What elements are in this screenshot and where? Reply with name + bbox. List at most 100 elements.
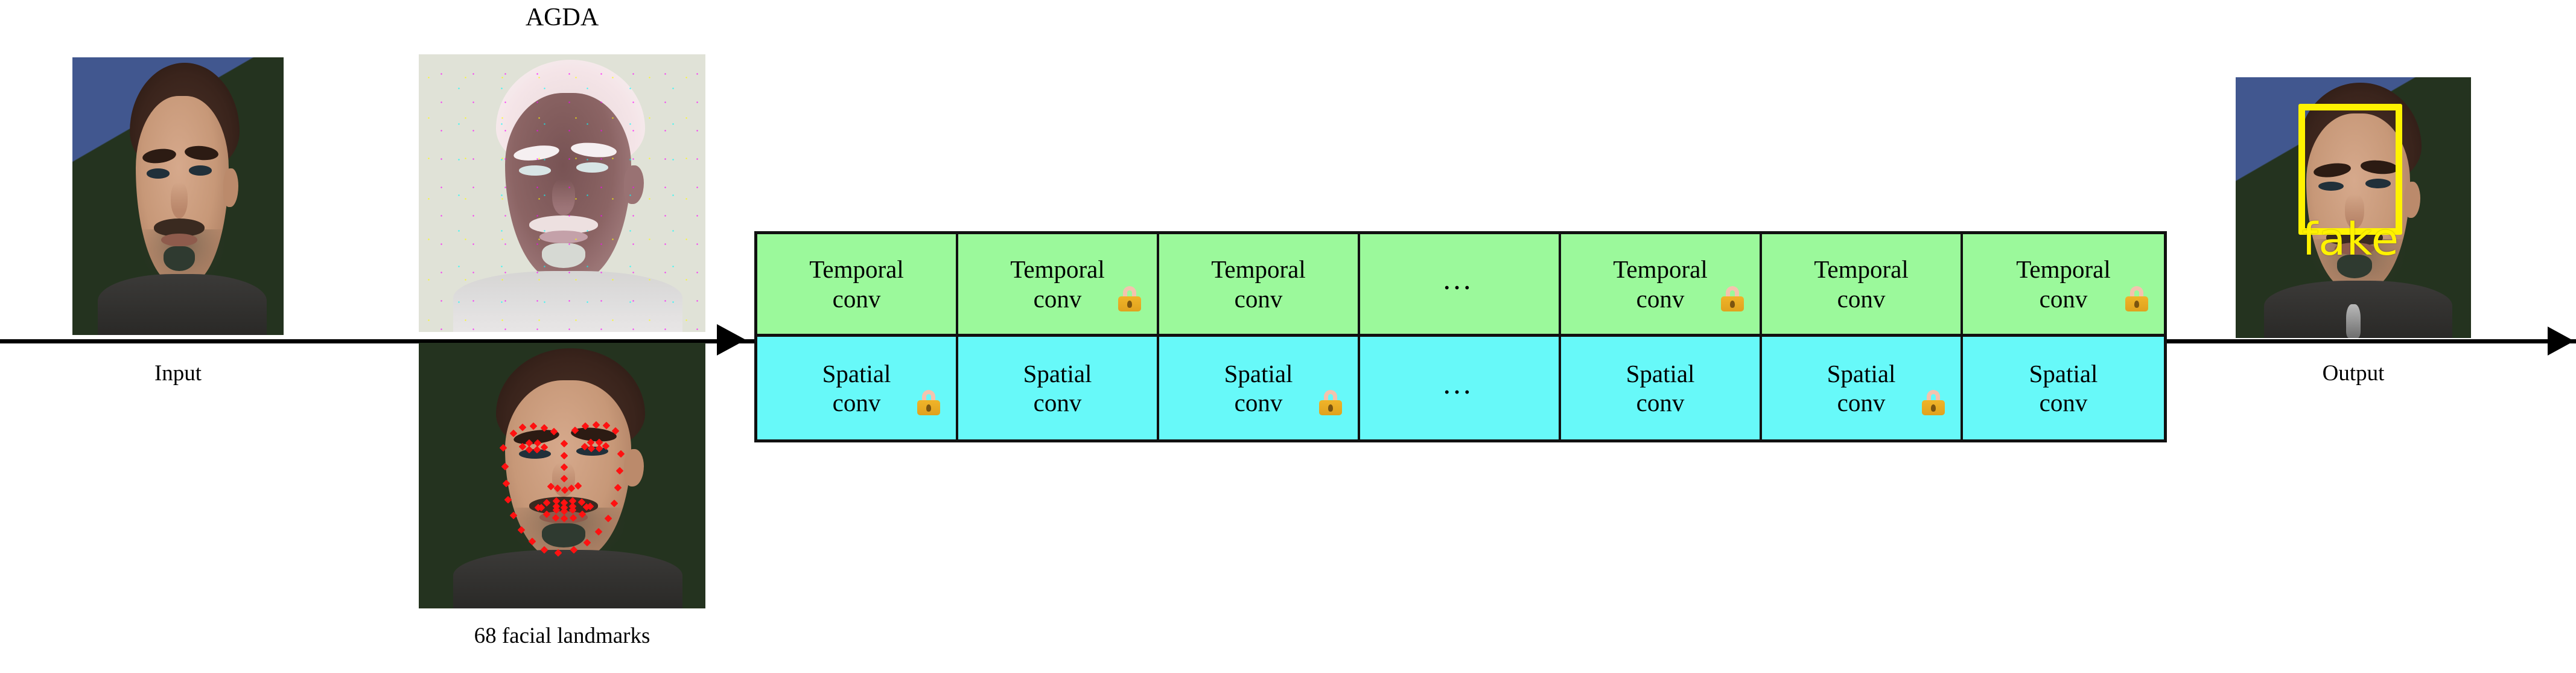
spatial-conv-label: Spatial conv bbox=[1827, 359, 1896, 416]
landmark-point bbox=[525, 445, 533, 454]
landmark-point bbox=[540, 546, 548, 554]
spatial-conv-cell-3: Spatial conv bbox=[1159, 337, 1360, 439]
landmark-point bbox=[561, 486, 569, 494]
landmark-point bbox=[509, 511, 518, 520]
torso bbox=[453, 550, 682, 608]
lips bbox=[2334, 243, 2375, 255]
spatial-conv-label: … bbox=[1442, 366, 1477, 400]
landmark-point bbox=[499, 444, 507, 452]
landmark-point bbox=[540, 443, 548, 451]
spatial-conv-cell-2: Spatial conv bbox=[958, 337, 1159, 439]
output-face-image: fake bbox=[2236, 77, 2471, 338]
temporal-conv-label: … bbox=[1442, 262, 1477, 296]
landmark-point bbox=[542, 510, 551, 518]
ear bbox=[2403, 181, 2421, 218]
agda-title: AGDA bbox=[525, 4, 599, 31]
landmark-point bbox=[501, 462, 509, 470]
temporal-conv-cell-7: Temporal conv bbox=[1963, 234, 2164, 337]
landmark-point bbox=[518, 423, 527, 432]
nose bbox=[170, 182, 188, 218]
flow-arrowhead-output bbox=[2548, 327, 2574, 356]
landmark-point bbox=[569, 514, 577, 522]
landmark-point bbox=[529, 422, 538, 430]
landmark-point bbox=[614, 483, 622, 492]
temporal-conv-cell-2: Temporal conv bbox=[958, 234, 1159, 337]
landmark-point bbox=[504, 496, 512, 503]
spatial-conv-cell-6: Spatial conv bbox=[1762, 337, 1963, 439]
lock-icon bbox=[1118, 286, 1141, 311]
landmark-point bbox=[611, 427, 620, 435]
goatee bbox=[163, 246, 195, 272]
landmark-point bbox=[502, 479, 510, 488]
eye-right bbox=[188, 165, 212, 176]
landmark-point bbox=[560, 474, 568, 483]
torso bbox=[98, 273, 267, 335]
eye-right bbox=[2365, 179, 2391, 189]
landmark-point bbox=[602, 442, 610, 450]
lock-icon bbox=[1721, 286, 1744, 311]
landmark-point bbox=[509, 429, 518, 437]
facial-landmark-points bbox=[419, 343, 705, 608]
agda-panel bbox=[419, 54, 705, 332]
spatial-conv-cell-1: Spatial conv bbox=[757, 337, 958, 439]
landmark-point bbox=[581, 422, 589, 430]
flow-arrowhead-into-backbone bbox=[717, 324, 746, 356]
temporal-conv-cell-5: Temporal conv bbox=[1561, 234, 1762, 337]
output-caption: Output bbox=[2322, 361, 2385, 386]
landmark-point bbox=[571, 426, 579, 435]
landmark-point bbox=[580, 442, 588, 450]
landmark-point bbox=[560, 439, 568, 448]
lock-icon bbox=[2125, 286, 2148, 311]
goatee bbox=[2336, 254, 2373, 278]
landmark-point bbox=[616, 467, 624, 475]
landmarks-face-image bbox=[419, 343, 705, 608]
eye-left bbox=[146, 168, 170, 179]
moustache bbox=[153, 218, 205, 237]
landmark-point bbox=[528, 537, 536, 546]
landmark-point bbox=[578, 510, 587, 518]
lock-icon bbox=[1319, 390, 1342, 415]
landmark-point bbox=[583, 538, 591, 547]
eye-left bbox=[2318, 181, 2344, 191]
landmark-point bbox=[554, 484, 562, 493]
temporal-conv-label: Temporal conv bbox=[1010, 255, 1105, 313]
landmark-point bbox=[552, 514, 559, 521]
landmark-point bbox=[542, 499, 551, 507]
landmark-point bbox=[587, 444, 596, 453]
spatial-conv-label: Spatial conv bbox=[1626, 359, 1695, 416]
landmark-point bbox=[592, 421, 600, 429]
temporal-conv-label: Temporal conv bbox=[1613, 255, 1708, 313]
input-face-image bbox=[72, 57, 284, 335]
ear bbox=[223, 168, 238, 208]
microphone bbox=[2346, 304, 2361, 338]
landmark-point bbox=[554, 549, 562, 557]
spatial-conv-cell-7: Spatial conv bbox=[1963, 337, 2164, 439]
detection-bounding-box bbox=[2298, 104, 2402, 235]
detection-label-fake: fake bbox=[2302, 214, 2400, 266]
landmark-point bbox=[574, 482, 582, 490]
input-panel bbox=[72, 57, 284, 335]
temporal-conv-label: Temporal conv bbox=[1211, 255, 1306, 313]
agda-colour-noise-overlay bbox=[419, 54, 705, 332]
landmark-point bbox=[604, 514, 612, 523]
nose bbox=[2345, 194, 2364, 229]
input-caption: Input bbox=[154, 361, 202, 386]
spatial-conv-cell-4: … bbox=[1360, 337, 1561, 439]
temporal-conv-cell-3: Temporal conv bbox=[1159, 234, 1360, 337]
temporal-conv-label: Temporal conv bbox=[2016, 255, 2111, 313]
spatial-conv-label: Spatial conv bbox=[1224, 359, 1293, 416]
landmark-point bbox=[594, 528, 603, 536]
spatial-conv-label: Spatial conv bbox=[2029, 359, 2098, 416]
lock-icon bbox=[1922, 390, 1945, 415]
landmark-point bbox=[560, 514, 568, 523]
goatee bbox=[542, 523, 585, 547]
landmark-point bbox=[540, 424, 549, 432]
landmark-point bbox=[610, 499, 619, 508]
temporal-conv-cell-1: Temporal conv bbox=[757, 234, 958, 337]
lock-icon bbox=[917, 390, 940, 415]
temporal-conv-label: Temporal conv bbox=[1814, 255, 1909, 313]
spatial-conv-label: Spatial conv bbox=[822, 359, 891, 416]
landmark-point bbox=[617, 450, 625, 458]
temporal-conv-cell-4: … bbox=[1360, 234, 1561, 337]
